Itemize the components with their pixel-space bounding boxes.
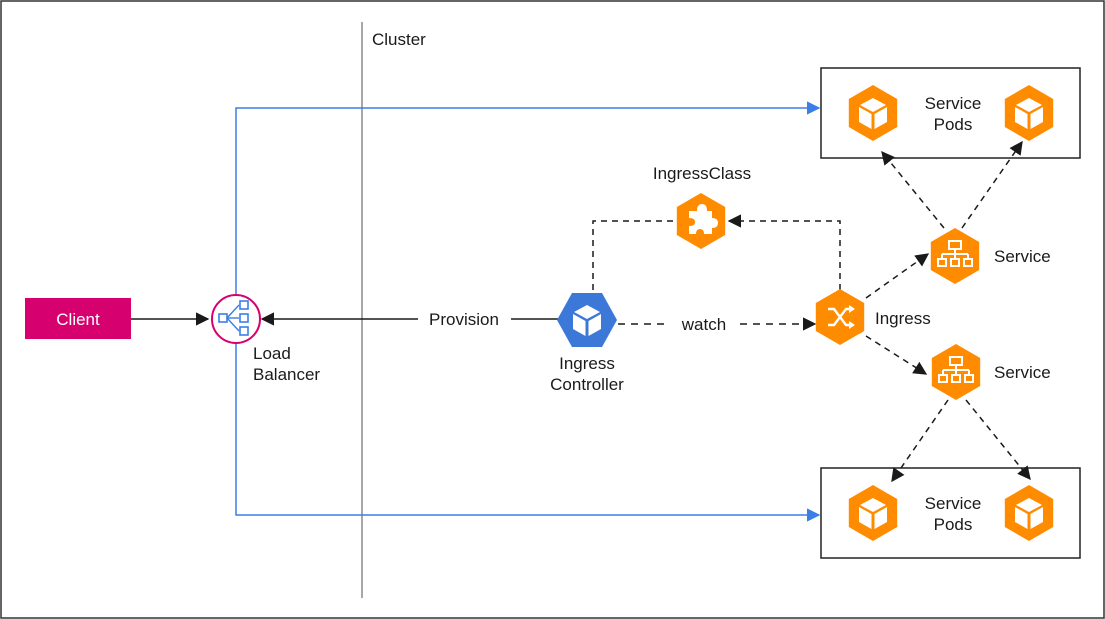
cluster-label: Cluster xyxy=(372,30,426,49)
service-bottom-icon xyxy=(930,343,982,401)
service-bottom-label: Service xyxy=(994,363,1051,382)
load-balancer-icon xyxy=(211,294,261,344)
ingress-controller-label-line2: Controller xyxy=(550,375,624,394)
service-top-icon xyxy=(929,227,981,285)
puzzle-icon xyxy=(676,193,726,249)
client-box xyxy=(25,298,131,339)
service-bottom-to-pod-right-arrow xyxy=(965,399,1031,481)
service-top-to-pod-left-arrow xyxy=(881,150,945,229)
load-balancer-label-line1: Load xyxy=(253,344,291,363)
load-balancer-label-line2: Balancer xyxy=(253,365,320,384)
ingress-label: Ingress xyxy=(875,309,931,328)
ingress-to-ingressclass-arrow xyxy=(727,214,841,290)
ingress-to-service-bottom-arrow xyxy=(865,335,928,375)
pods-top-label-line2: Pods xyxy=(934,115,973,134)
ingress-controller-label-line1: Ingress xyxy=(559,354,615,373)
controller-to-ingressclass-line xyxy=(592,220,674,290)
ingress-class-label: IngressClass xyxy=(653,164,751,183)
service-top-label: Service xyxy=(994,247,1051,266)
ingress-to-service-top-arrow xyxy=(865,253,930,299)
client-label: Client xyxy=(56,310,100,329)
pods-top-label-line1: Service xyxy=(925,94,982,113)
pods-bottom-label-line1: Service xyxy=(925,494,982,513)
provision-label: Provision xyxy=(429,310,499,329)
pods-bottom-label-line2: Pods xyxy=(934,515,973,534)
lb-to-pods-top-arrow xyxy=(235,101,821,294)
service-bottom-to-pod-left-arrow xyxy=(891,399,949,483)
lb-to-pods-bottom-arrow xyxy=(235,344,821,522)
watch-label: watch xyxy=(681,315,726,334)
shuffle-icon xyxy=(815,289,865,345)
ingress-controller-icon xyxy=(557,293,617,347)
